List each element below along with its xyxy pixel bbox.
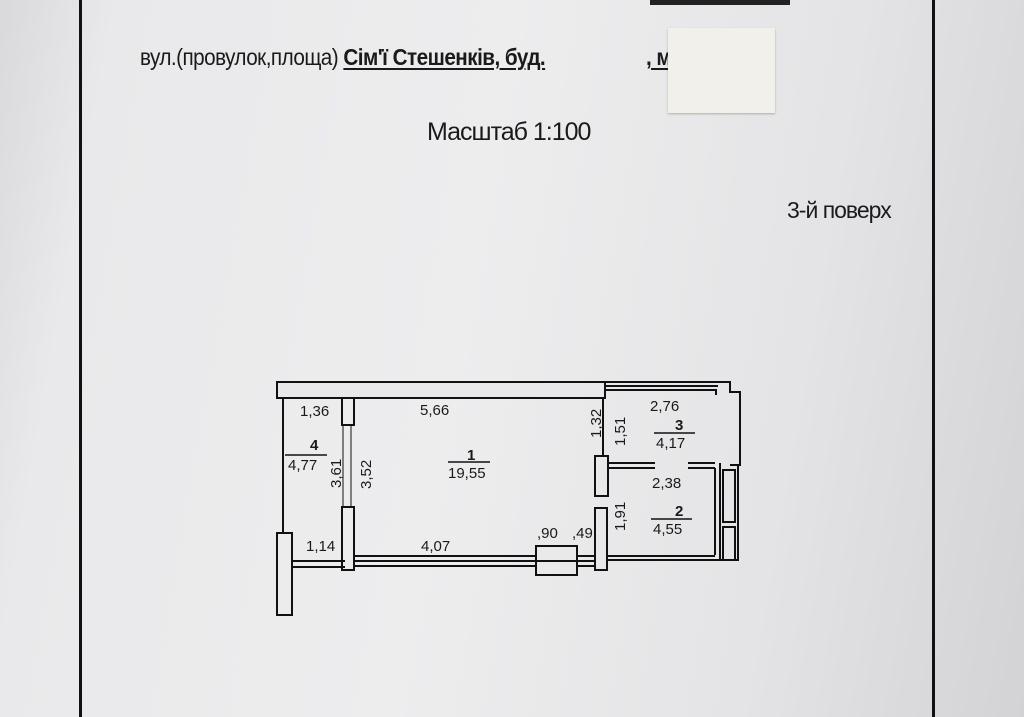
dim-room2-top: 2,38: [652, 475, 681, 492]
room4-number: 4: [310, 437, 319, 454]
window-top-right: [605, 385, 718, 395]
redaction-tape: [668, 28, 775, 113]
dim-room4-side: 3,61: [328, 459, 345, 488]
floor-label: 3-й поверх: [787, 197, 892, 223]
column-block: [594, 455, 609, 497]
window-right-upper: [722, 469, 736, 523]
scale-label: Масштаб 1:100: [427, 118, 591, 146]
partition-lower: [341, 506, 355, 571]
window-right-lower: [722, 526, 736, 561]
room2-number: 2: [675, 503, 683, 520]
bottom-wall-room4: [292, 560, 345, 568]
window-bottom: [354, 555, 595, 567]
room2-area: 4,55: [653, 521, 682, 538]
dim-room3-side: 1,51: [612, 417, 629, 446]
room1-area: 19,55: [448, 465, 486, 482]
dim-room4-top: 1,36: [300, 403, 329, 420]
top-wall: [276, 381, 606, 399]
left-wall-bump: [276, 532, 293, 616]
dim-room1-top: 5,66: [420, 402, 449, 419]
address-street: Сім'ї Стешенків, буд.: [343, 44, 546, 70]
dim-room4-bottom: 1,14: [306, 538, 335, 555]
dim-room3-top: 2,76: [650, 398, 679, 415]
dim-door-width: ,90: [537, 525, 558, 542]
partition-upper: [341, 397, 355, 426]
partition-right-lower: [594, 507, 608, 571]
dim-room2-side: 1,91: [612, 502, 629, 531]
dim-door-offset: ,49: [572, 525, 593, 542]
room1-number: 1: [467, 447, 475, 464]
address-line: вул.(провулок,площа) Сім'ї Стешенків, бу…: [140, 44, 724, 71]
dimension-labels: 1,36 5,66 1,14 4,07 ,90 ,49 2,76 2,38 3,…: [300, 398, 681, 555]
dim-room1-bottom: 4,07: [421, 538, 450, 555]
room2-room3-partition: [608, 462, 715, 469]
top-edge-mark: [650, 0, 790, 5]
page-border-right: [932, 0, 935, 717]
page-border-left: [79, 0, 82, 717]
dim-room1-side: 3,52: [358, 460, 375, 489]
room4-area: 4,77: [288, 457, 317, 474]
room-labels: 4 4,77 1 19,55 3 4,17 2 4,55: [285, 417, 695, 538]
walls: [276, 381, 741, 616]
dim-room1-right: 1,32: [588, 409, 605, 438]
right-outer-wall: [720, 465, 739, 561]
room3-area: 4,17: [656, 435, 685, 452]
room3-number: 3: [675, 417, 683, 434]
address-prefix: вул.(провулок,площа): [140, 44, 339, 70]
